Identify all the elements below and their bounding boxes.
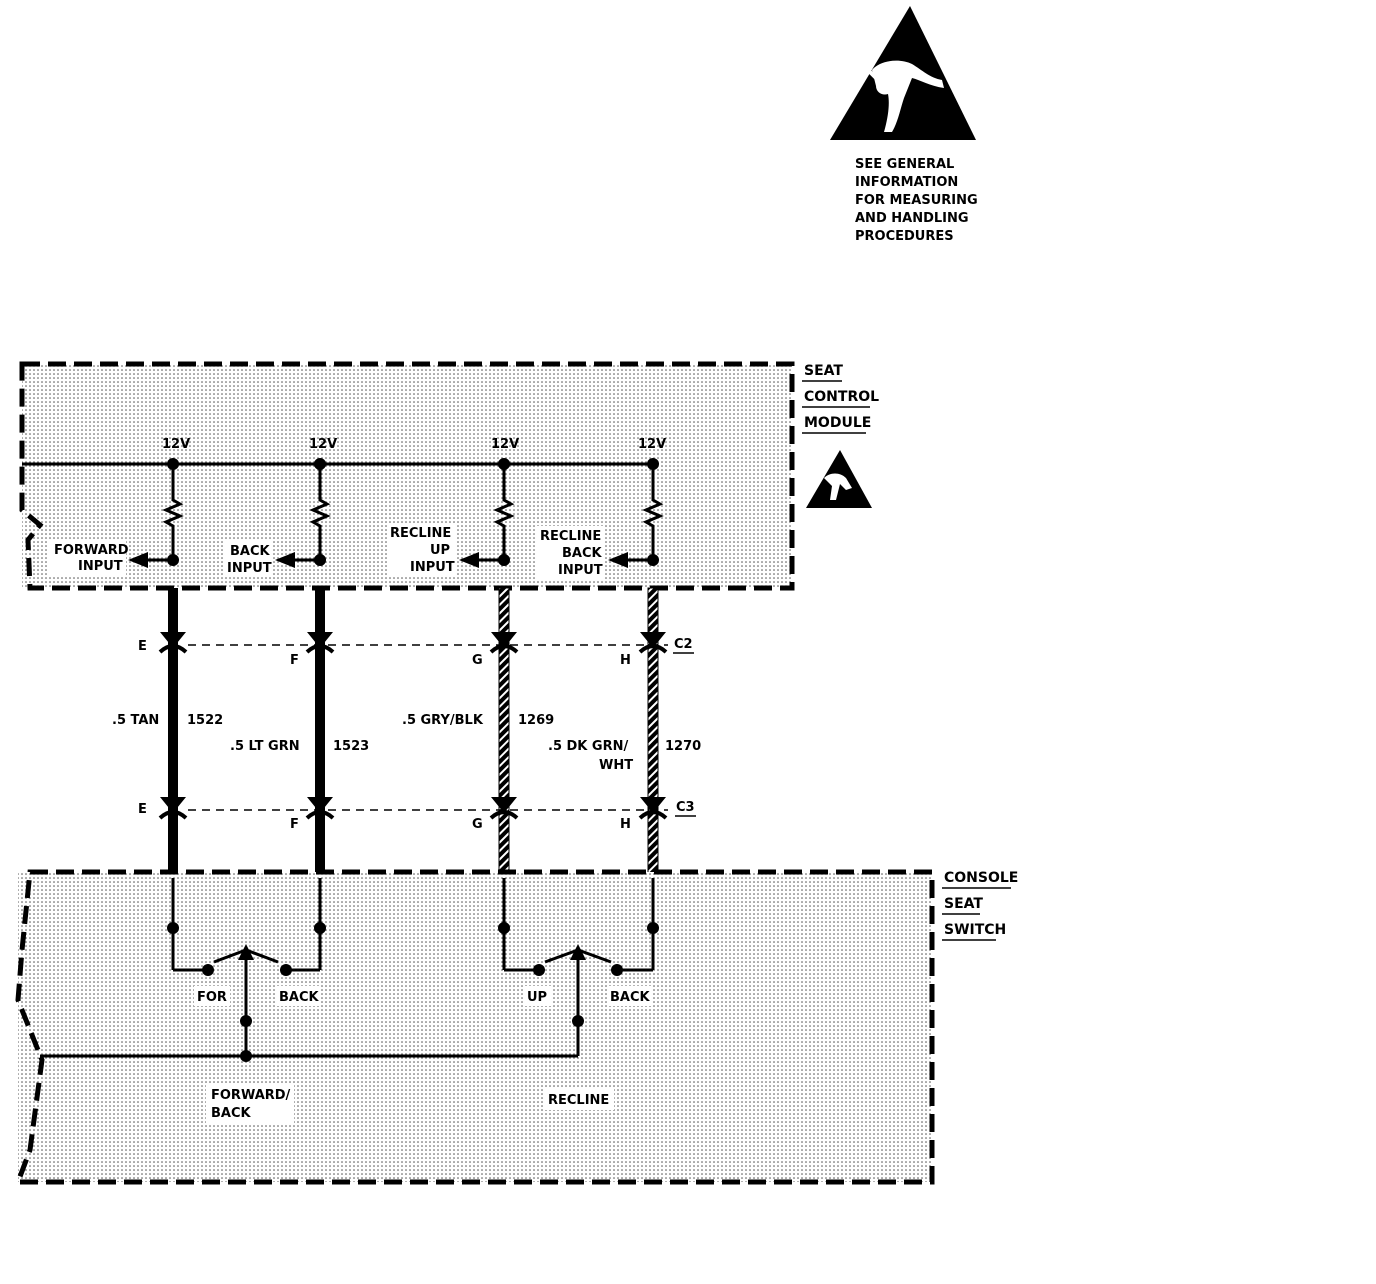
- recline-switch-label: RECLINE: [548, 1093, 609, 1108]
- esd-notice: SEE GENERAL INFORMATION FOR MEASURING AN…: [855, 157, 978, 244]
- module-label-line: CONTROL: [804, 389, 879, 405]
- recline-switch: [504, 944, 653, 1056]
- pullup-resistor: [459, 458, 515, 568]
- connector-pin-label: F: [290, 653, 299, 668]
- back-input-label: INPUT: [227, 561, 272, 576]
- connector-name: C3: [676, 800, 695, 815]
- esd-notice-line: SEE GENERAL: [855, 157, 954, 172]
- console-seat-switch: CONSOLE SEAT SWITCH: [14, 869, 1018, 1185]
- wire-harness: [168, 587, 659, 879]
- wire-desc: WHT: [599, 758, 633, 773]
- connector-pin-label: E: [138, 802, 147, 817]
- wire-desc: .5 LT GRN: [230, 739, 300, 754]
- forward-back-switch-label: FORWARD/: [211, 1088, 291, 1103]
- supply-12v-label: 12V: [309, 437, 337, 452]
- recline-up-input-label: INPUT: [410, 560, 455, 575]
- recline-back-input-label: INPUT: [558, 563, 603, 578]
- wire-circuit: 1523: [333, 739, 369, 754]
- pullup-resistor: [128, 458, 184, 568]
- supply-12v-label: 12V: [638, 437, 666, 452]
- wire-desc: .5 DK GRN/: [548, 739, 628, 754]
- esd-notice-line: AND HANDLING: [855, 211, 969, 226]
- switch-position-label: UP: [527, 990, 547, 1005]
- wire-desc: .5 TAN: [112, 713, 159, 728]
- recline-up-input-label: RECLINE: [390, 526, 451, 541]
- connector-pin-label: F: [290, 817, 299, 832]
- esd-notice-line: INFORMATION: [855, 175, 958, 190]
- wire-circuit: 1270: [665, 739, 701, 754]
- forward-back-switch-label: BACK: [211, 1106, 252, 1121]
- supply-12v-label: 12V: [491, 437, 519, 452]
- recline-back-input-label: RECLINE: [540, 529, 601, 544]
- esd-notice-line: PROCEDURES: [855, 229, 954, 244]
- switch-position-label: BACK: [279, 990, 320, 1005]
- wire-circuit: 1522: [187, 713, 223, 728]
- connector-c2: E F G H C2: [138, 632, 694, 668]
- pullup-resistor: [275, 458, 331, 568]
- switch-position-label: BACK: [610, 990, 651, 1005]
- connector-c3: E F G H C3: [138, 797, 696, 832]
- forward-back-switch: [173, 944, 320, 1062]
- switch-label-line: CONSOLE: [944, 870, 1018, 886]
- switch-label-line: SWITCH: [944, 922, 1006, 938]
- back-input-label: BACK: [230, 544, 271, 559]
- switch-position-label: FOR: [197, 990, 227, 1005]
- connector-pin-label: G: [472, 817, 483, 832]
- esd-notice-line: FOR MEASURING: [855, 193, 978, 208]
- connector-name: C2: [674, 637, 693, 652]
- seat-control-module: SEAT CONTROL MODULE 12V 12V 12V 12V: [19, 361, 879, 591]
- connector-pin-label: G: [472, 653, 483, 668]
- recline-up-input-label: UP: [430, 543, 450, 558]
- connector-pin-label: E: [138, 639, 147, 654]
- forward-input-label: INPUT: [78, 559, 123, 574]
- supply-12v-label: 12V: [162, 437, 190, 452]
- recline-back-input-label: BACK: [562, 546, 603, 561]
- esd-warning-icon: [830, 6, 976, 140]
- wire-circuit: 1269: [518, 713, 554, 728]
- pullup-resistor: [608, 458, 664, 568]
- module-label-line: SEAT: [804, 363, 843, 379]
- wire-labels: .5 TAN 1522 .5 LT GRN 1523 .5 GRY/BLK 12…: [112, 713, 701, 773]
- connector-pin-label: H: [620, 817, 631, 832]
- switch-label-line: SEAT: [944, 896, 983, 912]
- connector-pin-label: H: [620, 653, 631, 668]
- wire-desc: .5 GRY/BLK: [402, 713, 484, 728]
- module-label-line: MODULE: [804, 415, 871, 431]
- module-esd-icon: [806, 450, 872, 508]
- forward-input-label: FORWARD: [54, 543, 129, 558]
